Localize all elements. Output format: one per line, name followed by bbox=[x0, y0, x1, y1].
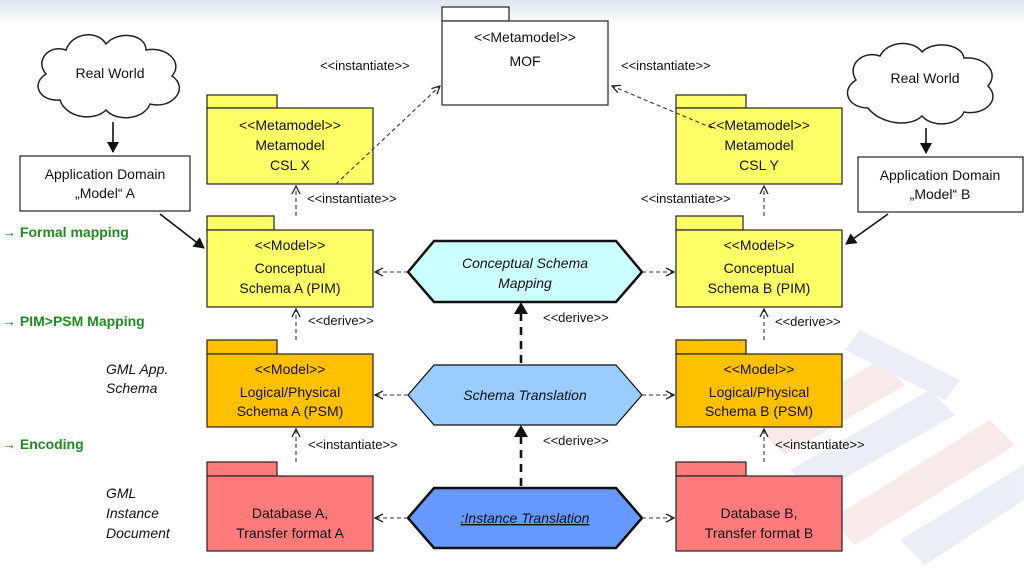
real-world-left-label: Real World bbox=[76, 65, 145, 81]
gml-app-schema-label-line1: GML App. bbox=[106, 361, 168, 377]
instantiate-arrow-x-to-mof bbox=[335, 86, 440, 185]
mof-package: <<Metamodel>> MOF bbox=[441, 6, 609, 106]
metamodel-x-title: Metamodel bbox=[255, 137, 324, 153]
logical-schema-b: <<Model>> Logical/Physical Schema B (PSM… bbox=[675, 339, 843, 428]
instance-translation-hexagon: :Instance Translation bbox=[406, 486, 644, 550]
conceptual-a-name: Schema A (PIM) bbox=[239, 280, 340, 296]
conceptual-schema-b: <<Model>> Conceptual Schema B (PIM) bbox=[675, 215, 843, 308]
domain-a-line1: Application Domain bbox=[45, 166, 166, 182]
derive-label-a: <<derive>> bbox=[308, 313, 374, 328]
conceptual-b-stereotype: <<Model>> bbox=[724, 237, 795, 253]
translation-label: Schema Translation bbox=[463, 387, 587, 403]
mof-stereotype: <<Metamodel>> bbox=[474, 29, 576, 45]
mof-name: MOF bbox=[509, 53, 540, 69]
metamodel-y-title: Metamodel bbox=[724, 137, 793, 153]
logical-b-name: Schema B (PSM) bbox=[705, 403, 813, 419]
database-a: Database A, Transfer format A bbox=[206, 461, 374, 552]
conceptual-a-stereotype: <<Model>> bbox=[255, 237, 326, 253]
metamodel-csl-y: <<Metamodel>> Metamodel CSL Y bbox=[675, 94, 843, 185]
application-domain-b: Application Domain „Model“ B bbox=[857, 156, 1024, 213]
conceptual-b-title: Conceptual bbox=[724, 260, 795, 276]
instantiate-label-mof-right: <<instantiate>> bbox=[621, 58, 711, 73]
real-world-right-label: Real World bbox=[891, 70, 960, 86]
application-domain-a: Application Domain „Model“ A bbox=[19, 155, 191, 212]
metamodel-y-name: CSL Y bbox=[739, 157, 779, 173]
connectors bbox=[296, 86, 764, 518]
metamodel-y-stereotype: <<Metamodel>> bbox=[708, 117, 810, 133]
gml-instance-label-line3: Document bbox=[106, 525, 171, 541]
database-a-line1: Database A, bbox=[252, 505, 328, 521]
logical-schema-a: <<Model>> Logical/Physical Schema A (PSM… bbox=[206, 339, 374, 428]
database-b-line1: Database B, bbox=[720, 505, 797, 521]
derive-label-center-lower: <<derive>> bbox=[543, 433, 609, 448]
conceptual-b-name: Schema B (PIM) bbox=[708, 280, 811, 296]
logical-b-stereotype: <<Model>> bbox=[724, 361, 795, 377]
derive-arrowhead-lower bbox=[514, 425, 528, 437]
derive-label-center-upper: <<derive>> bbox=[543, 310, 609, 325]
watermark-graphic bbox=[760, 330, 1024, 565]
logical-b-title: Logical/Physical bbox=[709, 384, 809, 400]
instance-translation-label: :Instance Translation bbox=[461, 510, 590, 526]
domain-b-line2: „Model“ B bbox=[910, 186, 971, 202]
conceptual-schema-a: <<Model>> Conceptual Schema A (PIM) bbox=[206, 215, 374, 308]
real-world-cloud-right: Real World bbox=[846, 42, 994, 125]
pim-psm-mapping-label: → PIM>PSM Mapping bbox=[2, 313, 145, 329]
conceptual-schema-mapping-hexagon: Conceptual Schema Mapping bbox=[406, 239, 644, 304]
instantiate-label-mof-left: <<instantiate>> bbox=[320, 58, 410, 73]
domain-a-to-conceptual-arrow bbox=[159, 213, 205, 249]
conceptual-a-title: Conceptual bbox=[255, 260, 326, 276]
encoding-label: → Encoding bbox=[2, 436, 84, 452]
logical-a-title: Logical/Physical bbox=[240, 384, 340, 400]
metamodel-csl-x: <<Metamodel>> Metamodel CSL X bbox=[206, 94, 374, 185]
derive-label-b: <<derive>> bbox=[775, 314, 841, 329]
derive-arrowhead-upper bbox=[514, 302, 528, 314]
gml-instance-label-line2: Instance bbox=[106, 505, 159, 521]
instantiate-label-b: <<instantiate>> bbox=[641, 191, 731, 206]
formal-mapping-label: → Formal mapping bbox=[2, 224, 129, 240]
database-a-line2: Transfer format A bbox=[236, 525, 344, 541]
schema-translation-hexagon: Schema Translation bbox=[407, 364, 643, 426]
instantiate-label-db-b: <<instantiate>> bbox=[775, 437, 865, 452]
metamodel-x-name: CSL X bbox=[270, 157, 311, 173]
logical-a-name: Schema A (PSM) bbox=[237, 403, 344, 419]
gml-instance-label-line1: GML bbox=[106, 485, 136, 501]
database-b-line2: Transfer format B bbox=[705, 525, 813, 541]
instantiate-label-db-a: <<instantiate>> bbox=[308, 437, 398, 452]
solid-arrows bbox=[107, 122, 932, 249]
mapping-line2: Mapping bbox=[498, 275, 552, 291]
gml-app-schema-label-line2: Schema bbox=[106, 380, 158, 396]
domain-b-line1: Application Domain bbox=[880, 167, 1001, 183]
instantiate-label-a: <<instantiate>> bbox=[307, 191, 397, 206]
database-b: Database B, Transfer format B bbox=[675, 461, 843, 552]
hexagon-derive-arrows bbox=[514, 302, 528, 486]
domain-b-to-conceptual-arrow bbox=[845, 213, 889, 245]
metamodel-x-stereotype: <<Metamodel>> bbox=[239, 117, 341, 133]
logical-a-stereotype: <<Model>> bbox=[255, 361, 326, 377]
real-world-cloud-left: Real World bbox=[37, 34, 180, 119]
mapping-line1: Conceptual Schema bbox=[462, 255, 588, 271]
domain-a-line2: „Model“ A bbox=[75, 185, 136, 201]
